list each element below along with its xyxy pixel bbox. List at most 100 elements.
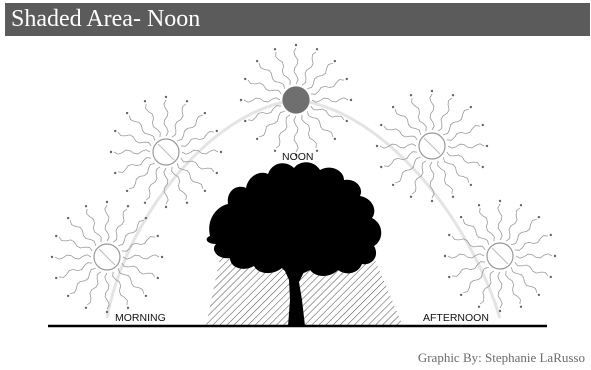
sun-ray-tip [448, 234, 450, 236]
sun-ray-tip [452, 196, 454, 198]
sun-ray [302, 115, 317, 148]
sun-ray-tip [550, 276, 552, 278]
sun-ray [122, 237, 155, 252]
label-afternoon: AFTERNOON [423, 312, 489, 324]
sun-ray [312, 98, 348, 102]
sun-ray-tip [216, 130, 218, 132]
sun-ray-tip [316, 150, 318, 152]
sun-ray-tip [460, 294, 462, 296]
sun-ray-tip [85, 307, 87, 309]
sun-icon-mid-morning [110, 96, 222, 208]
sun-ray-tip [126, 190, 128, 192]
sun-ray-tip [106, 201, 108, 203]
sun-ray-tip [144, 202, 146, 204]
sun-ray-tip [448, 276, 450, 278]
sun-ray-tip [67, 217, 69, 219]
sun-ray-tip [499, 200, 501, 202]
sun-ray-tip [165, 96, 167, 98]
sun-ray-tip [216, 172, 218, 174]
sun-ray-tip [334, 138, 336, 140]
sun-ray-tip [240, 99, 242, 101]
sun-ray-tip [127, 205, 129, 207]
sun-ray-tip [392, 184, 394, 186]
sun-ray [506, 271, 521, 304]
sun-ray-tip [554, 255, 556, 257]
label-noon: NOON [282, 151, 314, 163]
sun-ray [438, 161, 453, 194]
sun-ray-tip [256, 138, 258, 140]
sun-ray-tip [520, 306, 522, 308]
sun-ray [55, 255, 91, 259]
sun-ray-tip [244, 78, 246, 80]
sun-ray-tip [274, 48, 276, 50]
sun-ray [276, 52, 291, 85]
sun-ray-tip [431, 200, 433, 202]
sun-ray-tip [346, 120, 348, 122]
sun-ray-tip [410, 94, 412, 96]
sun-ray [412, 98, 427, 131]
sun-ray [294, 48, 298, 84]
sun-ray-tip [460, 216, 462, 218]
sun-ray [447, 126, 480, 141]
sun-ray-tip [165, 206, 167, 208]
sun-ray-tip [161, 256, 163, 258]
sun-ray-tip [410, 196, 412, 198]
sun-ray-tip [380, 124, 382, 126]
sun-ray-tip [186, 202, 188, 204]
sun-ray-tip [380, 166, 382, 168]
sun-icon-morning [51, 201, 163, 313]
sun-disc [283, 87, 309, 113]
sun-ray-tip [114, 130, 116, 132]
sun-ray-tip [316, 48, 318, 50]
sun-ray-tip [478, 306, 480, 308]
sun-ray-tip [144, 100, 146, 102]
sun-ray-tip [550, 234, 552, 236]
sun-ray [448, 144, 484, 148]
sun-ray-tip [346, 78, 348, 80]
sun-ray-tip [55, 235, 57, 237]
sun-ray-tip [145, 295, 147, 297]
sun-ray-tip [482, 124, 484, 126]
sun-ray [515, 236, 548, 251]
sun-ray [105, 273, 109, 309]
sun-ray [118, 158, 151, 173]
sun-ray-tip [520, 204, 522, 206]
sun-ray [244, 98, 280, 102]
sun-ray-tip [244, 120, 246, 122]
sun-ray-tip [470, 184, 472, 186]
sun-ray-tip [392, 106, 394, 108]
sun-ray-tip [478, 204, 480, 206]
sun-icon-noon [240, 44, 352, 156]
sun-ray-tip [274, 150, 276, 152]
label-morning: MORNING [115, 312, 166, 324]
sun-ray-tip [204, 112, 206, 114]
graphic-credit: Graphic By: Stephanie LaRusso [418, 350, 585, 365]
sun-ray-tip [110, 151, 112, 153]
sun-icon-mid-afternoon [376, 90, 488, 202]
sun-ray [294, 116, 298, 152]
sun-ray [430, 162, 434, 198]
sun-ray-tip [157, 277, 159, 279]
sun-ray [164, 100, 168, 136]
sun-ray-tip [486, 145, 488, 147]
sun-ray-tip [470, 106, 472, 108]
sun-ray-tip [55, 277, 57, 279]
sun-ray-tip [350, 99, 352, 101]
sun-ray [87, 209, 102, 242]
sun-ray-tip [444, 255, 446, 257]
sun-ray [146, 104, 161, 137]
sun-ray-tip [538, 294, 540, 296]
sun-ray-tip [220, 151, 222, 153]
sun-ray-tip [186, 100, 188, 102]
sun-ray [430, 94, 434, 130]
sun-ray [59, 263, 92, 278]
sun-ray [380, 144, 416, 148]
sun-ray [516, 254, 552, 258]
sun-ray [448, 254, 484, 258]
sun-ray-tip [51, 256, 53, 258]
sun-ray-tip [157, 235, 159, 237]
sun-ray [311, 80, 344, 95]
sun-ray-tip [499, 310, 501, 312]
sun-ray-tip [67, 295, 69, 297]
sun-ray-tip [114, 172, 116, 174]
